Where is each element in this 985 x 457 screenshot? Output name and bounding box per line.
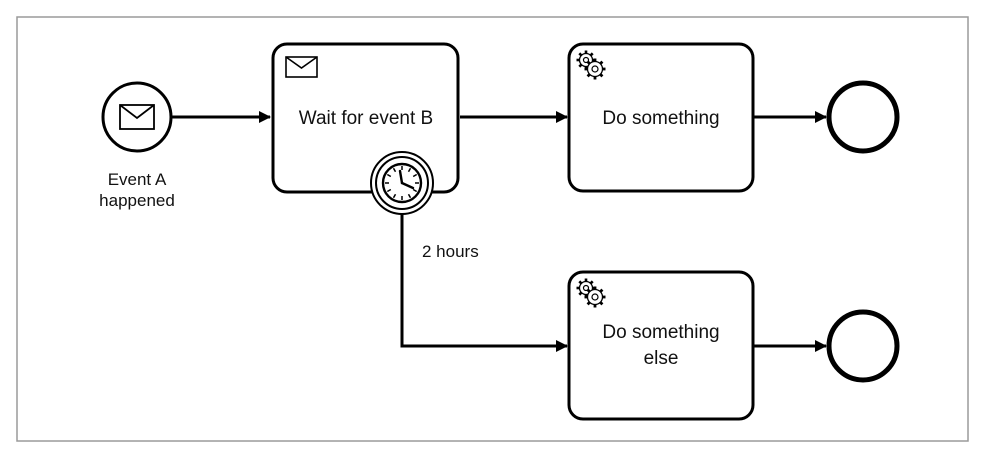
start-event-label-line2: happened: [99, 191, 175, 210]
clock-icon: [381, 162, 423, 204]
envelope-icon: [119, 104, 155, 130]
task-do-something-else-label-line1: Do something: [602, 322, 719, 343]
envelope-icon: [285, 56, 318, 78]
gear-icon: [576, 50, 606, 80]
start-event[interactable]: [101, 81, 173, 153]
task-do-something-label: Do something: [602, 108, 719, 129]
task-do-something-else-label-line2: else: [644, 348, 679, 369]
timer-label: 2 hours: [422, 242, 479, 261]
gear-icon: [576, 278, 606, 308]
diagram-frame: [16, 16, 969, 442]
end-event-top[interactable]: [826, 80, 900, 154]
task-do-something-else[interactable]: [567, 270, 755, 421]
task-do-something[interactable]: [567, 42, 755, 193]
boundary-timer-event[interactable]: [370, 151, 434, 215]
flow-timer-to-do-something-else[interactable]: [400, 213, 568, 352]
end-event-bottom[interactable]: [826, 309, 900, 383]
start-event-label-line1: Event A: [108, 170, 167, 189]
task-wait-label: Wait for event B: [299, 108, 433, 129]
